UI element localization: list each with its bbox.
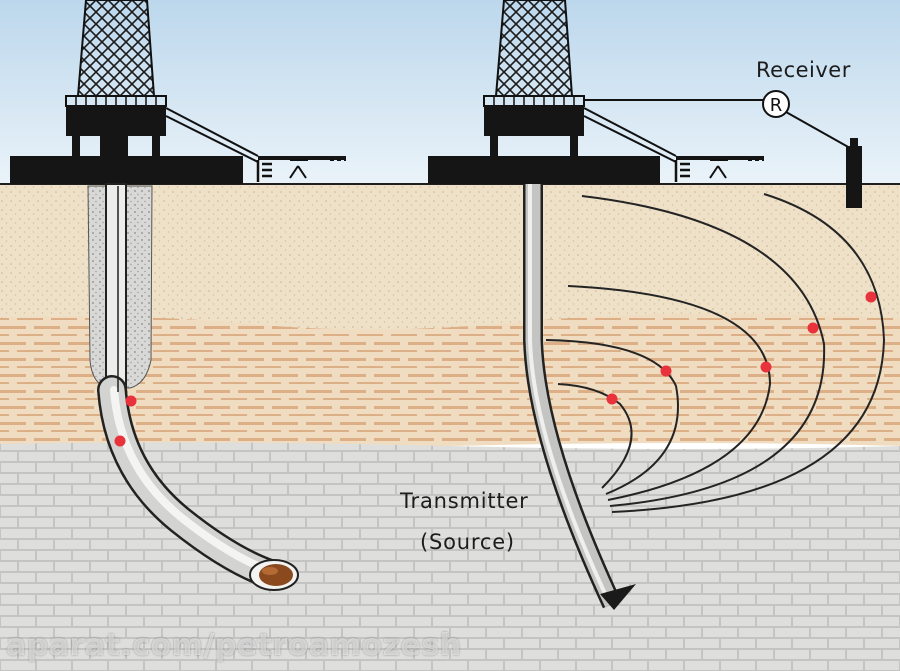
- receiver-icon: R: [762, 90, 790, 118]
- receiver-label: Receiver: [756, 58, 851, 82]
- signal-paths: [545, 193, 886, 513]
- signal-marker-5: [865, 291, 877, 303]
- receiver-antenna: [846, 146, 862, 208]
- receiver-symbol: R: [770, 95, 783, 116]
- left-well-marker-2: [114, 435, 126, 447]
- transmitter-label: Transmitter: [400, 489, 529, 513]
- right-well-drill-bit: [600, 584, 636, 610]
- oil-reservoir-icon: [249, 559, 299, 591]
- left-well-marker-1: [125, 395, 137, 407]
- signal-marker-2: [660, 365, 672, 377]
- signal-marker-1: [606, 393, 618, 405]
- watermark: aparat.com/petroamozesh: [6, 628, 462, 663]
- drilling-rig-icon: [428, 0, 764, 184]
- source-label: (Source): [420, 530, 515, 554]
- signal-marker-4: [807, 322, 819, 334]
- shale-layer: [0, 313, 900, 449]
- left-well-casing: [105, 183, 127, 391]
- limestone-layer: [0, 442, 900, 671]
- drilling-rig-icon: [10, 0, 346, 184]
- signal-marker-3: [760, 361, 772, 373]
